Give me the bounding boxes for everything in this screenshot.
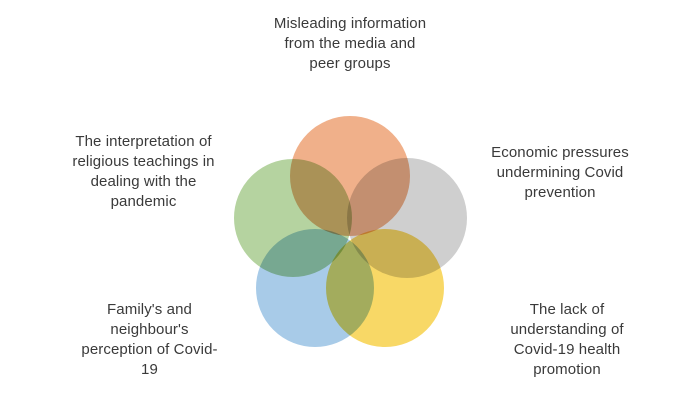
venn-label-misleading-information: Misleading information from the media an…	[273, 15, 427, 72]
venn-label-lack-of-understanding: The lack of understanding of Covid-19 he…	[510, 301, 624, 378]
venn-label-religious-teachings: The interpretation of religious teaching…	[72, 133, 215, 210]
venn-circle-group	[232, 116, 467, 349]
venn-label-family-neighbour-perception: Family's and neighbour's perception of C…	[81, 301, 218, 378]
venn-circle-religious-teachings	[232, 157, 354, 279]
venn-label-economic-pressures: Economic pressures undermining Covid pre…	[491, 144, 629, 201]
